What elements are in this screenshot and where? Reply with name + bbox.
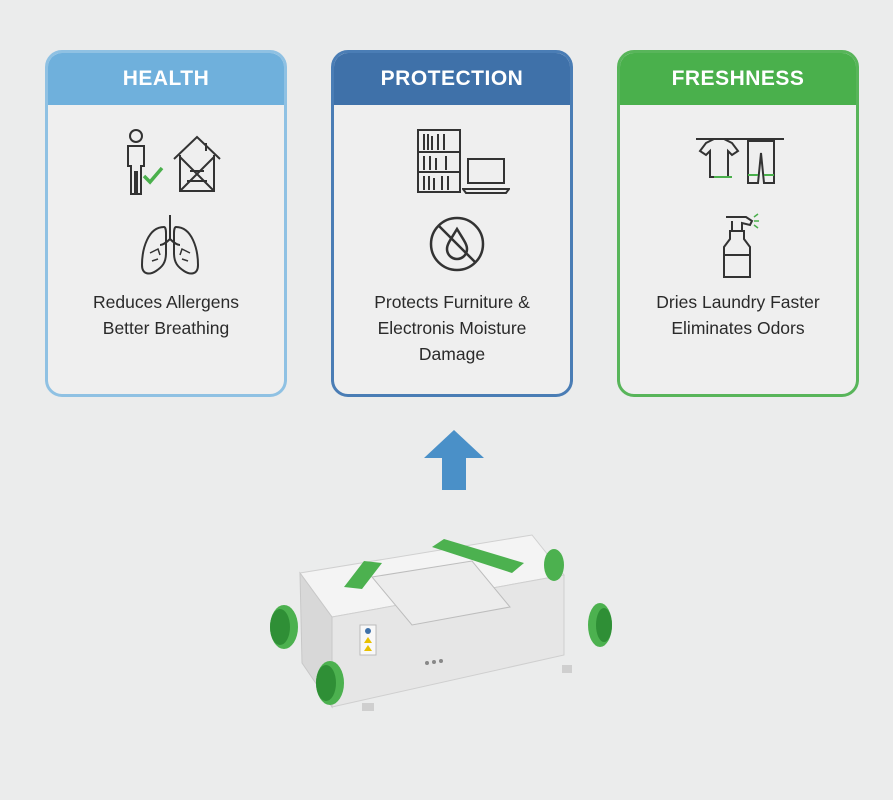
protection-icons: [334, 123, 570, 293]
spray-bottle-icon: [723, 213, 759, 278]
health-card-title: HEALTH: [48, 53, 284, 105]
bookshelf-icon: [417, 129, 461, 193]
protection-card: PROTECTION Protects Furniture & Electro: [331, 50, 573, 397]
clothesline-icon: [696, 138, 784, 184]
lungs-icon: [140, 215, 200, 275]
freshness-line-1: Dries Laundry Faster: [656, 292, 820, 312]
up-arrow-icon: [424, 430, 484, 490]
protection-line-3: Damage: [418, 344, 486, 364]
no-water-icon: [429, 216, 485, 272]
health-card-description: Reduces Allergens Better Breathing: [56, 289, 276, 341]
laptop-icon: [462, 158, 510, 194]
freshness-line-2: Eliminates Odors: [671, 318, 805, 338]
person-check-icon: [127, 129, 164, 195]
health-icons: [48, 123, 284, 293]
protection-line-1: Protects Furniture &: [374, 292, 530, 312]
freshness-icons: [620, 123, 856, 293]
ventilation-unit-image: [270, 534, 612, 711]
freshness-card-title: FRESHNESS: [620, 53, 856, 105]
health-card: HEALTH Re: [45, 50, 287, 397]
health-line-2: Better Breathing: [102, 318, 230, 338]
protection-card-description: Protects Furniture & Electronis Moisture…: [342, 289, 562, 367]
protection-line-2: Electronis Moisture: [377, 318, 527, 338]
health-line-1: Reduces Allergens: [93, 292, 239, 312]
protection-card-title: PROTECTION: [334, 53, 570, 105]
house-icon: [173, 135, 221, 192]
freshness-card: FRESHNESS Dries Laundry Faster Eliminate…: [617, 50, 859, 397]
freshness-card-description: Dries Laundry Faster Eliminates Odors: [628, 289, 848, 341]
